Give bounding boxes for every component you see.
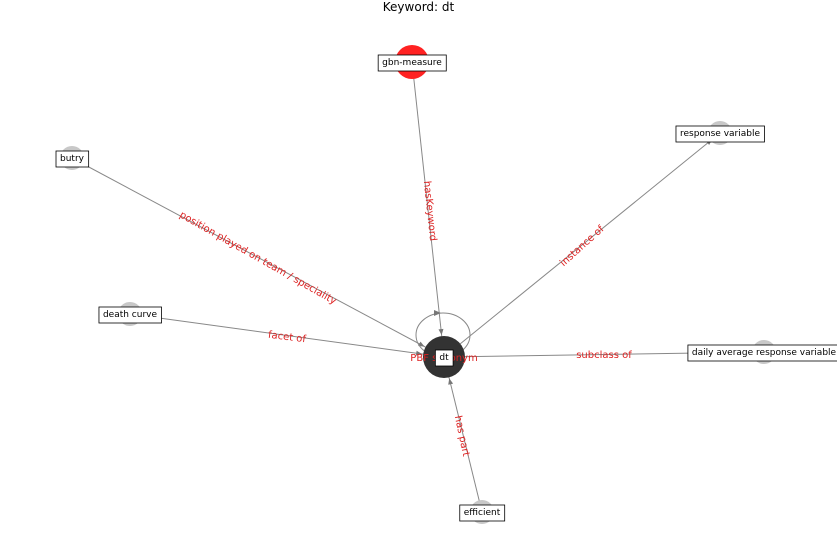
edge-arrow-gbn <box>438 328 444 336</box>
node-butry-label: butry <box>60 154 85 164</box>
node-resp-box[interactable] <box>675 125 765 143</box>
node-eff-box[interactable] <box>459 504 506 522</box>
edge-label-daily: subclass of <box>576 350 632 361</box>
node-daily-box[interactable] <box>687 344 837 362</box>
edge-arrow-death <box>415 350 423 356</box>
node-death-label: death curve <box>103 310 158 320</box>
node-gbn-box[interactable] <box>377 54 447 72</box>
edge-label-gbn: hasKeyword <box>421 180 438 241</box>
edge-gbn <box>411 61 445 358</box>
edge-death <box>129 313 445 358</box>
diagram-title: Keyword: dt <box>382 0 455 14</box>
edge-label-resp: instance of <box>558 224 607 269</box>
node-eff-label: efficient <box>464 508 501 518</box>
node-death-box[interactable] <box>98 306 162 324</box>
edge-label-death: facet of <box>267 330 307 346</box>
edge-butry <box>71 157 445 358</box>
edge-label-butry: position played on team / speciality <box>177 210 338 307</box>
edge-resp <box>443 132 721 358</box>
edges-layer <box>71 61 765 513</box>
self-loop-arrow <box>434 310 441 316</box>
node-gbn-label: gbn-measure <box>382 58 442 68</box>
node-resp-label: response variable <box>680 129 761 139</box>
edge-arrow-butry <box>418 341 425 347</box>
center-node-label: dt <box>439 353 449 363</box>
node-daily-label: daily average response variable <box>692 348 837 358</box>
edge-label-eff: has part <box>452 415 471 458</box>
edge-arrow-eff <box>448 378 454 385</box>
node-butry-box[interactable] <box>55 150 90 168</box>
center-node-box[interactable] <box>434 349 454 367</box>
